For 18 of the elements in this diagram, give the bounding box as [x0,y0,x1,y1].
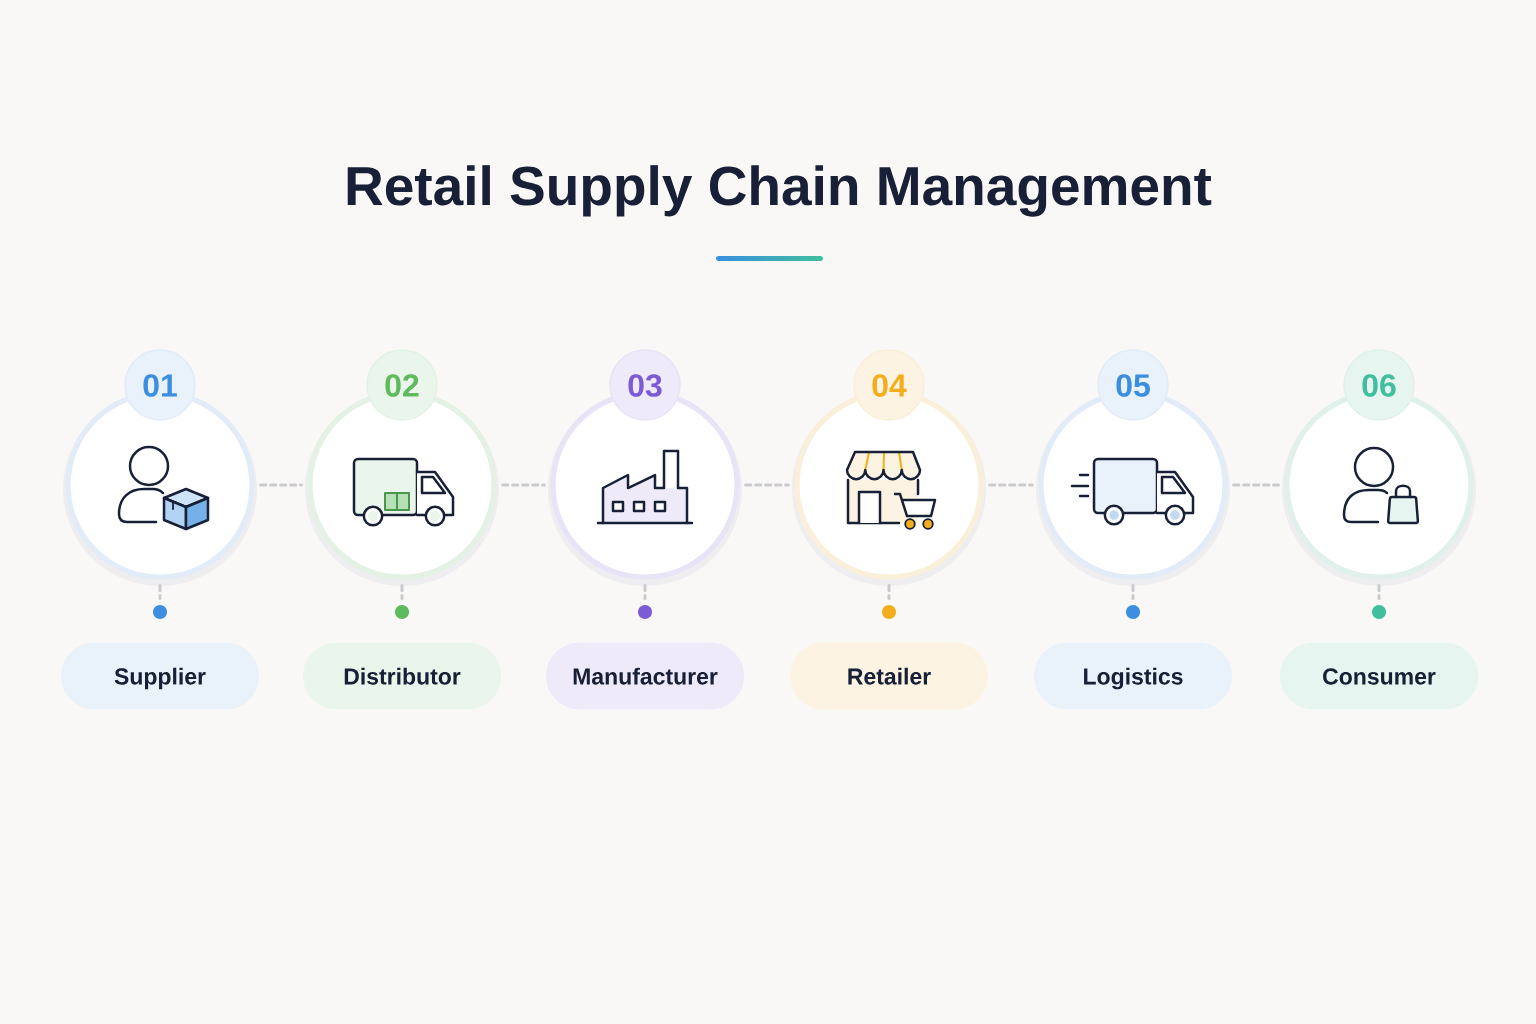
title: Retail Supply Chain Management [347,165,1212,217]
dotted-connector [887,584,891,601]
dotted-connector [501,483,546,487]
dotted-connector [1377,584,1381,601]
step-dot [882,605,896,619]
step-dot [638,605,652,619]
step-dot [1126,605,1140,619]
dotted-connector [988,483,1034,487]
step-dot [153,605,167,619]
dotted-connector [744,483,790,487]
step-dot [395,605,409,619]
dotted-connector [1232,483,1280,487]
dotted-connector [158,584,162,601]
dotted-connector [1131,584,1135,601]
dotted-connector [643,584,647,601]
step-dot [1372,605,1386,619]
dotted-connector [400,584,404,601]
dotted-connector [259,483,303,487]
